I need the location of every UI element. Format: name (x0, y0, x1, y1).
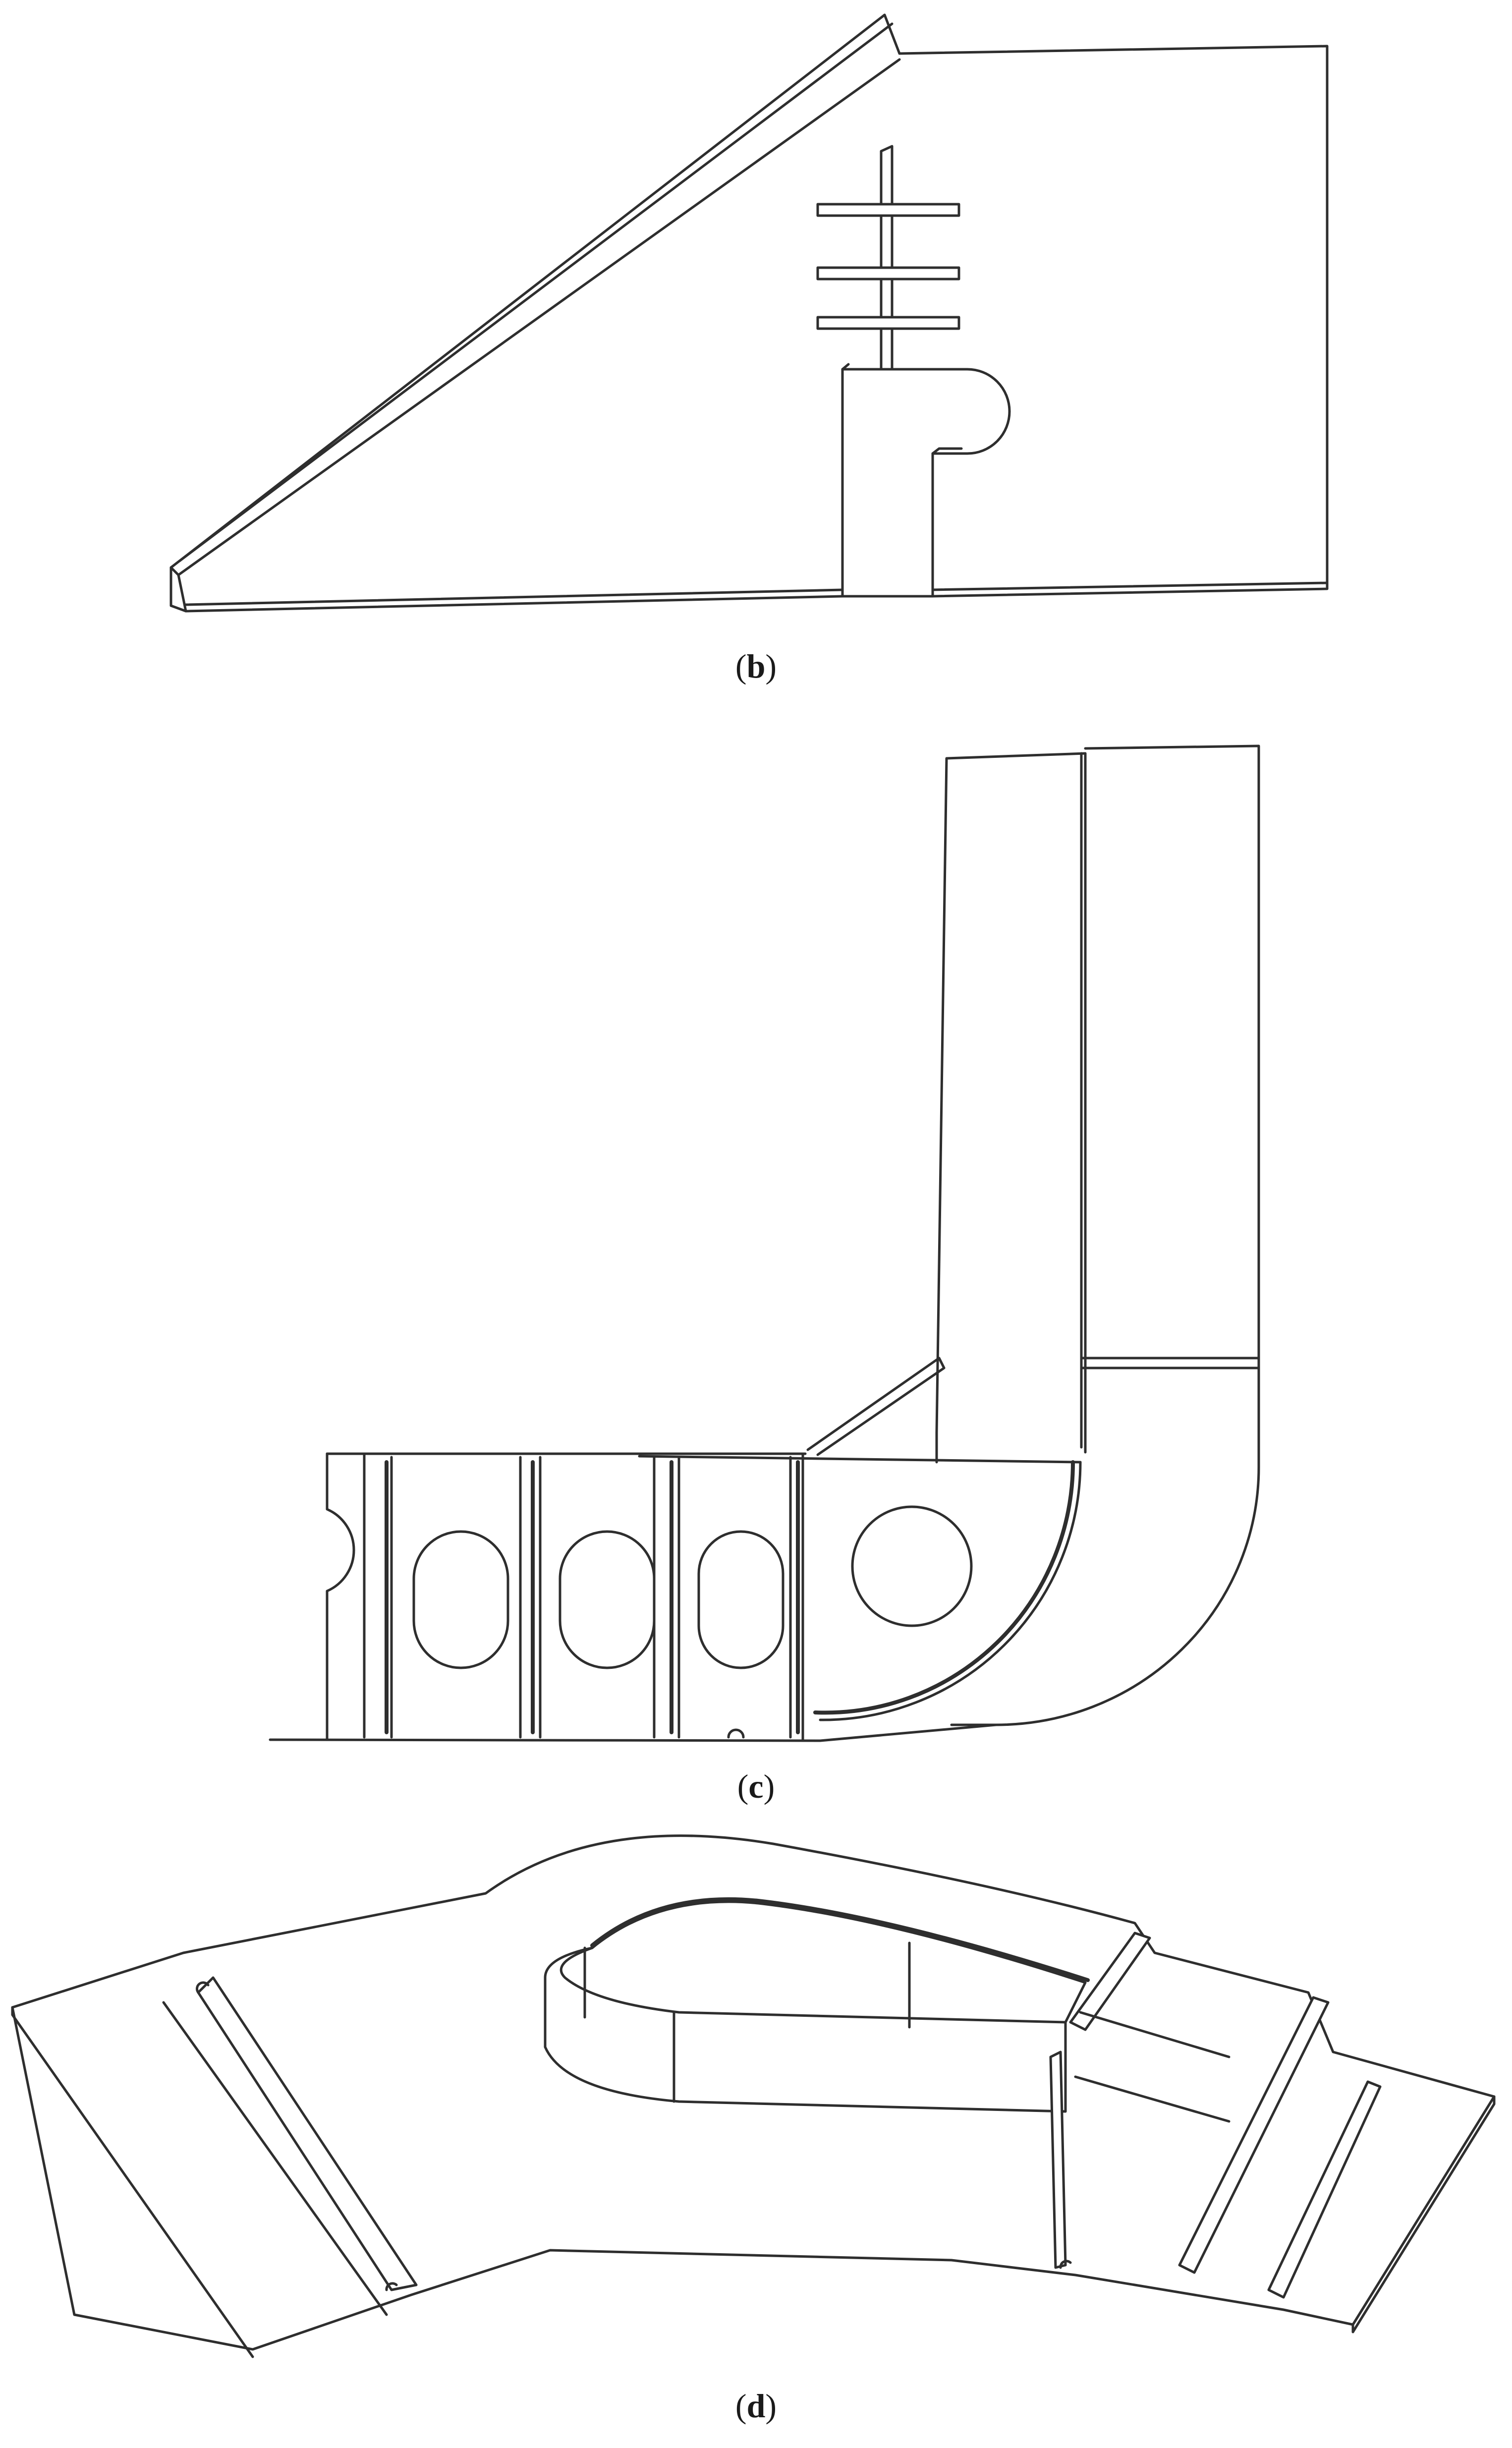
deck-outline (11, 1834, 1496, 2351)
caption-c: (c) (737, 1767, 775, 1805)
inner-curve-thick (813, 1460, 1075, 1715)
left-stiffener (197, 1976, 418, 2291)
panel-c-drawing (269, 744, 1260, 1742)
end-plate (326, 1452, 355, 1741)
vertical-web (880, 145, 894, 371)
diagonal-brace (806, 1357, 946, 1456)
right-stiffener-1 (1069, 1932, 1151, 2031)
caption-b: (b) (735, 647, 777, 685)
panel-b: (b) (0, 0, 1512, 734)
inner-curve (819, 1461, 1082, 1721)
panel-b-drawing (169, 13, 1329, 613)
vertical-plate-front (1080, 744, 1260, 1449)
slot-hole-2 (559, 1530, 656, 1669)
vertical-plate-back (935, 752, 1087, 1464)
bottom-edge (184, 581, 1329, 606)
vertical-plate-band (1080, 1357, 1260, 1369)
left-seam (162, 2001, 388, 2316)
notch-1 (196, 1981, 1072, 2291)
base-line (269, 1723, 998, 1742)
round-hole (851, 1505, 973, 1627)
right-stiffener-3 (1267, 2080, 1382, 2299)
flat-bar-3 (816, 316, 960, 330)
fin-1 (1049, 2050, 1067, 2269)
right-stiffener-2 (1178, 1996, 1330, 2274)
bracket-block (841, 368, 1011, 598)
slot-hole-1 (412, 1530, 509, 1669)
outer-curve (950, 1347, 1260, 1726)
bracket-edge (841, 363, 963, 455)
stiffener-end (169, 566, 187, 613)
slot-hole-3 (697, 1530, 784, 1669)
rib-1 (1074, 2075, 1231, 2123)
caption-d: (d) (735, 2387, 777, 2425)
sloped-stiffener (169, 13, 901, 576)
panel-c: (c) (0, 734, 1512, 1805)
deck-thickness (11, 2006, 1496, 2358)
panel-d: (d) (0, 1814, 1512, 2448)
deck-top-edge (326, 1452, 1082, 1464)
loop-plate (560, 1900, 1087, 2024)
panel-d-drawing (11, 1834, 1496, 2358)
flat-bar-1 (816, 203, 960, 217)
lug (727, 1728, 745, 1739)
flat-bar-2 (816, 266, 960, 281)
loop-plate-top (590, 1897, 1090, 1982)
web-outline (326, 1452, 804, 1741)
loop-plate-wall (544, 1946, 1067, 2113)
plate-outline (177, 45, 1329, 613)
rib-2 (1079, 2011, 1231, 2058)
